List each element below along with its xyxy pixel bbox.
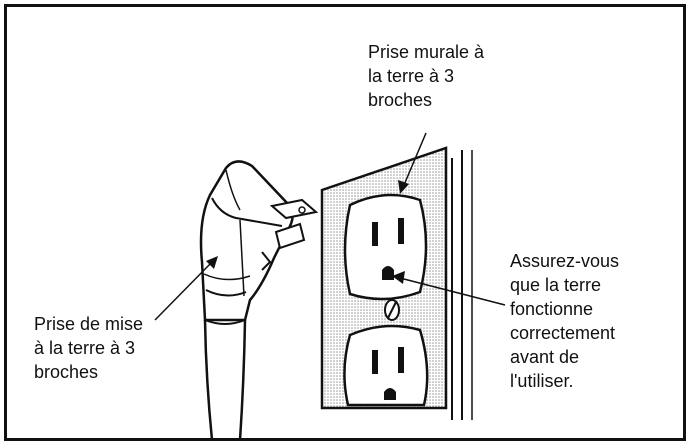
upper-slot-left: [372, 222, 378, 246]
upper-receptacle: [343, 193, 428, 301]
lower-ground-hole: [384, 388, 396, 400]
plug-prongs: [261, 198, 319, 271]
wall-outlet-label: Prise murale à la terre à 3 broches: [368, 42, 485, 110]
lower-receptacle: [343, 324, 429, 407]
plug-body: [199, 160, 294, 322]
arrow-plug: [154, 261, 213, 321]
power-cord: [203, 319, 247, 441]
plug-label: Prise de mise à la terre à 3 broches: [34, 314, 144, 382]
arrow-wall-outlet: [403, 132, 427, 186]
ground-check-label: Assurez-vous que la terre fonctionne cor…: [510, 251, 620, 391]
wall-trim: [451, 150, 473, 420]
upper-ground-hole: [382, 266, 394, 280]
upper-slot-right: [398, 218, 404, 244]
lower-slot-left: [372, 350, 378, 374]
leader-arrows: [154, 132, 506, 321]
lower-slot-right: [398, 347, 404, 373]
center-screw: [384, 299, 400, 321]
arrow-ground-check: [399, 277, 506, 306]
